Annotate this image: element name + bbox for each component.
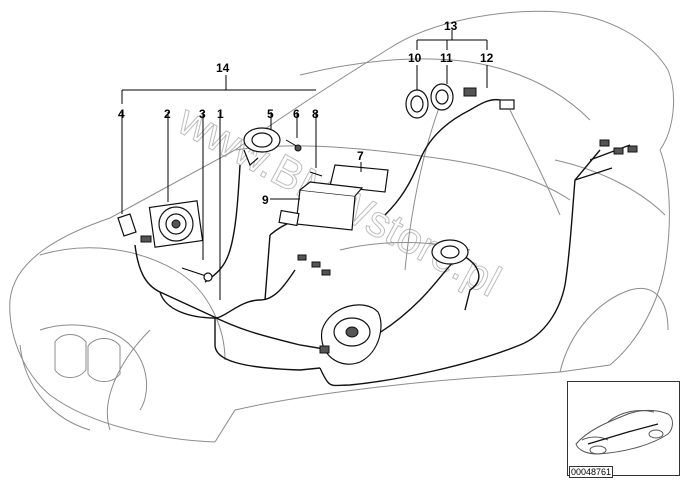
thumbnail-car-icon bbox=[575, 409, 673, 455]
document-number: 00048761 bbox=[569, 466, 614, 478]
connector-12 bbox=[463, 87, 515, 110]
callout-8: 8 bbox=[312, 107, 319, 121]
speaker-door bbox=[319, 304, 382, 365]
speaker-11 bbox=[430, 83, 454, 111]
callout-4: 4 bbox=[118, 107, 125, 121]
callout-6: 6 bbox=[293, 107, 300, 121]
clip-8 bbox=[309, 171, 323, 177]
callout-14: 14 bbox=[216, 61, 230, 75]
thumbnail-car-view bbox=[567, 381, 680, 476]
callout-2: 2 bbox=[164, 107, 171, 121]
leader-lines bbox=[121, 30, 488, 300]
screw-6 bbox=[285, 139, 302, 152]
speaker-2 bbox=[148, 200, 204, 248]
callout-9: 9 bbox=[262, 193, 269, 207]
screw-3 bbox=[181, 267, 213, 282]
callout-3: 3 bbox=[199, 107, 206, 121]
speaker-10 bbox=[405, 89, 429, 119]
callout-12: 12 bbox=[480, 51, 494, 65]
connectors-center bbox=[297, 254, 331, 276]
tweeter-4 bbox=[117, 213, 152, 243]
speaker-5 bbox=[243, 127, 281, 167]
callout-13: 13 bbox=[444, 19, 458, 33]
bracket-7 bbox=[329, 164, 389, 193]
callout-11: 11 bbox=[440, 51, 453, 65]
callout-10: 10 bbox=[408, 51, 422, 65]
amplifier-9 bbox=[278, 181, 364, 231]
callout-5: 5 bbox=[267, 107, 274, 121]
callout-labels: 13 14 10 11 12 4 2 3 1 5 6 8 7 9 bbox=[118, 19, 494, 207]
connectors-right bbox=[599, 139, 638, 155]
callout-1: 1 bbox=[217, 107, 224, 121]
speaker-rear bbox=[431, 239, 469, 265]
callout-7: 7 bbox=[357, 149, 364, 163]
